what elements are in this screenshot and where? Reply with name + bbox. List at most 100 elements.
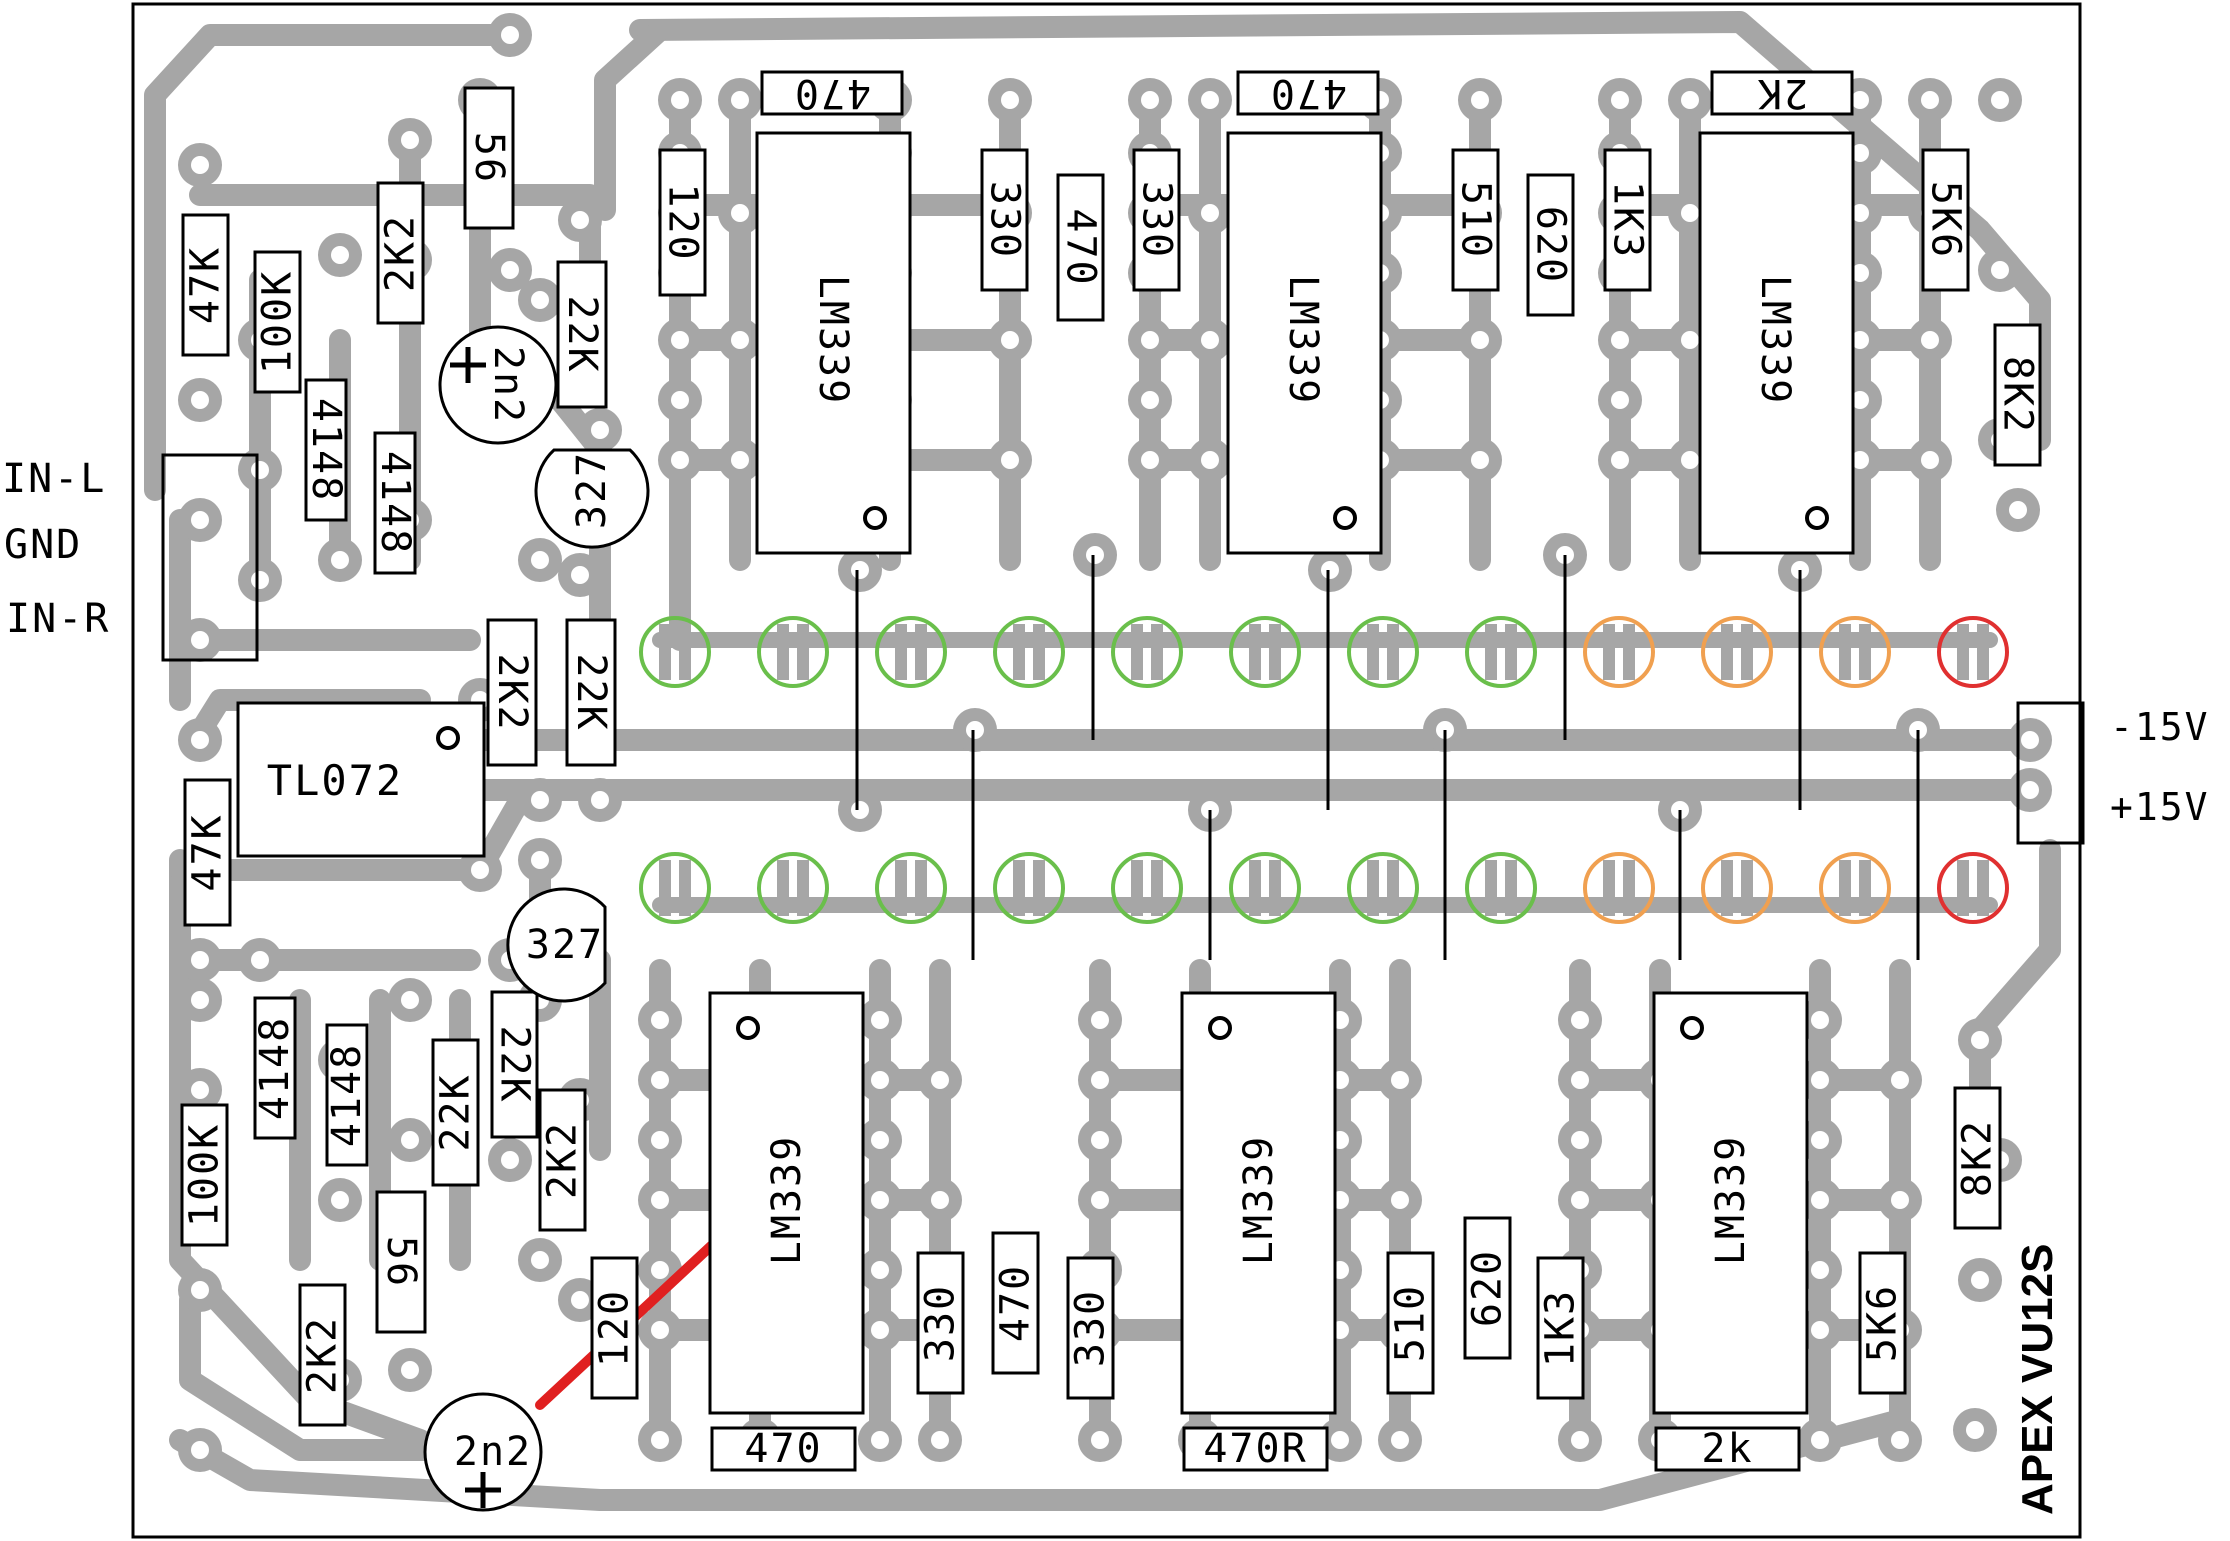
- pad: [1128, 318, 1172, 362]
- led-green: [993, 616, 1065, 688]
- led-orange: [1819, 616, 1891, 688]
- svg-text:470: 470: [1058, 208, 1104, 286]
- pad: [578, 408, 622, 452]
- diode-4148-2: 4148: [372, 431, 418, 575]
- pad: [918, 1178, 962, 1222]
- pad: [1378, 1178, 1422, 1222]
- svg-text:470R: 470R: [1203, 1426, 1307, 1472]
- pad: [518, 1238, 562, 1282]
- pad: [838, 788, 882, 832]
- pad: [918, 1058, 962, 1102]
- pad: [718, 318, 762, 362]
- led-green: [1229, 616, 1301, 688]
- svg-text:510: 510: [1453, 181, 1499, 259]
- resistor-470r-bottom: 470R: [1182, 1426, 1329, 1472]
- resistor-100k-bottom: 100K: [180, 1103, 229, 1247]
- pad: [1188, 438, 1232, 482]
- pad: [2008, 768, 2052, 812]
- resistor-100k-top: 100K: [253, 250, 302, 394]
- pad: [1798, 1058, 1842, 1102]
- led-orange: [1701, 852, 1773, 924]
- resistor-2k-top: 2K: [1710, 70, 1854, 116]
- pad: [1458, 78, 1502, 122]
- resistor-1k3-bottom: 1K3: [1536, 1256, 1585, 1400]
- ic-top-3: LM339: [1698, 131, 1855, 555]
- svg-text:510: 510: [1388, 1284, 1434, 1362]
- svg-text:2K2: 2K2: [378, 214, 424, 292]
- resistor-330-bottom-1: 330: [916, 1251, 965, 1395]
- led-green: [1347, 852, 1419, 924]
- led-rows: [639, 616, 2009, 924]
- pad: [178, 498, 222, 542]
- pad: [658, 318, 702, 362]
- svg-text:2k: 2k: [1701, 1426, 1753, 1472]
- pad: [658, 378, 702, 422]
- resistor-2k-bottom: 2k: [1654, 1426, 1801, 1472]
- svg-text:120: 120: [660, 183, 706, 261]
- svg-text:22K: 22K: [433, 1073, 479, 1151]
- pad: [1558, 1178, 1602, 1222]
- led-green: [1347, 616, 1419, 688]
- pad: [658, 78, 702, 122]
- pad: [1078, 1178, 1122, 1222]
- pad: [318, 538, 362, 582]
- pad: [1908, 78, 1952, 122]
- pad: [988, 78, 1032, 122]
- pad: [988, 318, 1032, 362]
- led-orange: [1701, 616, 1773, 688]
- pad: [488, 248, 532, 292]
- svg-text:327: 327: [526, 922, 604, 968]
- pad: [638, 1418, 682, 1462]
- pad: [1378, 1058, 1422, 1102]
- svg-text:56: 56: [378, 1236, 424, 1288]
- pad: [1378, 1418, 1422, 1462]
- transistor-327-top: 327: [534, 448, 650, 549]
- transistor-327-bottom: 327: [506, 887, 607, 1003]
- pad: [1318, 1418, 1362, 1462]
- pad: [1798, 1308, 1842, 1352]
- pad: [488, 13, 532, 57]
- pad: [1558, 1058, 1602, 1102]
- pad: [858, 998, 902, 1042]
- pad: [858, 1308, 902, 1352]
- resistor-2k2-top: 2K2: [376, 181, 425, 325]
- pad: [578, 778, 622, 822]
- resistor-470-bottom-2: 470: [991, 1231, 1040, 1375]
- resistor-5k6-top: 5K6: [1921, 148, 1970, 292]
- pad: [318, 1178, 362, 1222]
- svg-text:22K: 22K: [559, 295, 605, 373]
- pad: [1598, 318, 1642, 362]
- svg-text:5K6: 5K6: [1860, 1284, 1906, 1362]
- svg-text:2K2: 2K2: [540, 1121, 586, 1199]
- resistor-330-bottom-2: 330: [1066, 1256, 1115, 1400]
- pad: [1996, 488, 2040, 532]
- pad: [1598, 378, 1642, 422]
- resistor-5k6-bottom: 5K6: [1858, 1251, 1907, 1395]
- resistor-330-top-1: 330: [980, 148, 1029, 292]
- pad: [178, 1268, 222, 1312]
- pad: [388, 1118, 432, 1162]
- pad: [658, 438, 702, 482]
- resistor-2k2-top-2: 2K2: [486, 618, 538, 767]
- pad: [1978, 248, 2022, 292]
- svg-text:4148: 4148: [372, 451, 418, 555]
- pad: [638, 1178, 682, 1222]
- led-red: [1937, 852, 2009, 924]
- pad: [1598, 438, 1642, 482]
- svg-text:330: 330: [918, 1284, 964, 1362]
- pad: [178, 718, 222, 762]
- resistor-470-top-1: 470: [760, 70, 904, 116]
- pad: [1958, 1018, 2002, 1062]
- pad: [1798, 998, 1842, 1042]
- pad: [638, 1058, 682, 1102]
- pad: [1188, 78, 1232, 122]
- resistor-22k-top-2: 22K: [565, 618, 617, 767]
- svg-text:120: 120: [592, 1289, 638, 1367]
- led-green: [1229, 852, 1301, 924]
- pad: [318, 233, 362, 277]
- resistor-56-top: 56: [463, 86, 515, 230]
- ic-bottom-2: LM339: [1180, 991, 1337, 1415]
- pad: [1078, 1058, 1122, 1102]
- resistor-470-top-2: 470: [1236, 70, 1380, 116]
